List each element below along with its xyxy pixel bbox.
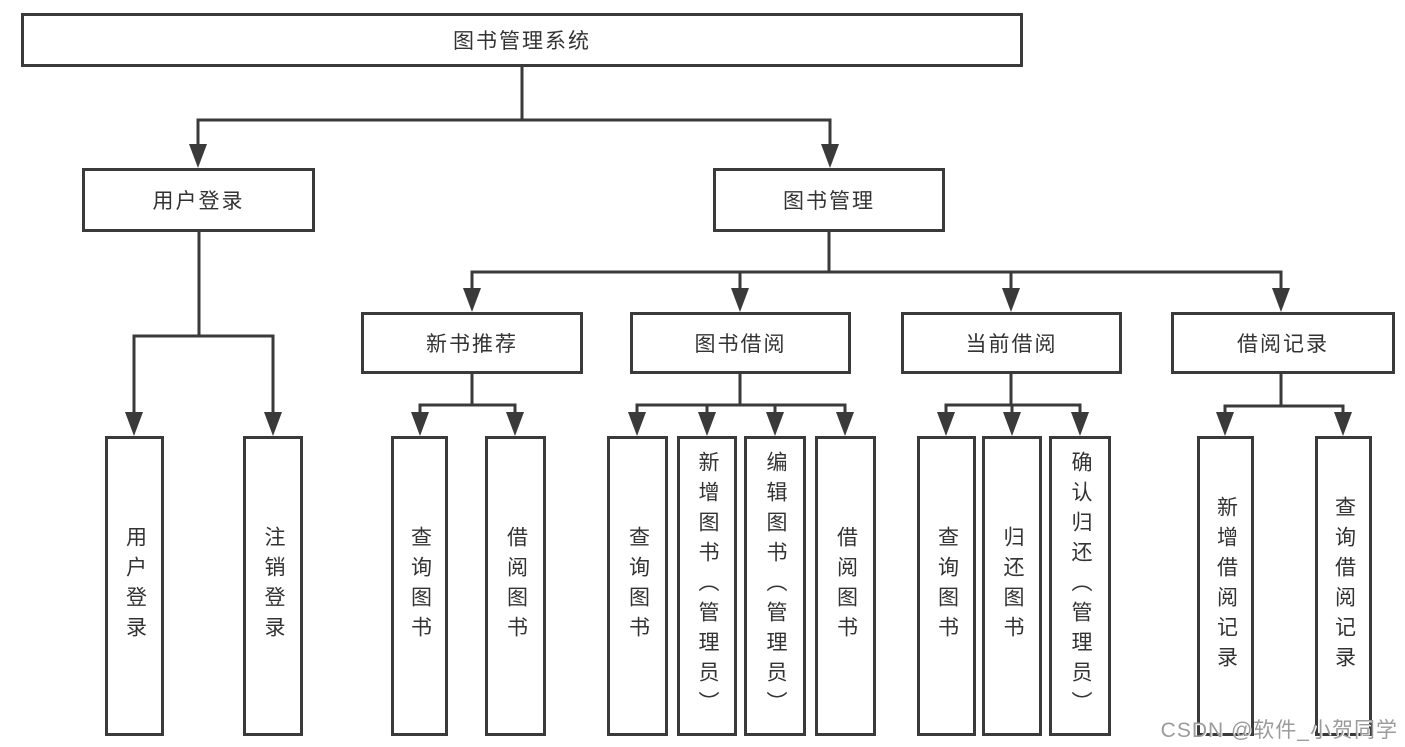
arrow-down-icon xyxy=(1071,412,1089,436)
arrow-down-icon xyxy=(628,412,646,436)
arrow-down-icon xyxy=(506,412,524,436)
leaf-confirm-return-admin: 确认归还（管理员） xyxy=(1049,436,1111,736)
leaf-return-books: 归还图书 xyxy=(982,436,1042,736)
leaf-query-books-recommend: 查询图书 xyxy=(391,436,448,736)
leaf-edit-book-admin: 编辑图书（管理员） xyxy=(744,436,806,736)
node-current-borrow: 当前借阅 xyxy=(901,312,1122,374)
arrow-down-icon xyxy=(1002,288,1020,312)
arrow-down-icon xyxy=(411,412,429,436)
leaf-query-books-borrow: 查询图书 xyxy=(607,436,668,736)
arrow-down-icon xyxy=(766,412,784,436)
node-user-login: 用户登录 xyxy=(82,168,315,232)
node-book-borrow: 图书借阅 xyxy=(630,312,851,374)
leaf-query-books-current: 查询图书 xyxy=(917,436,976,736)
leaf-add-borrow-record: 新增借阅记录 xyxy=(1197,436,1254,736)
arrow-down-icon xyxy=(698,412,716,436)
arrow-down-icon xyxy=(1216,412,1234,436)
arrow-down-icon xyxy=(731,288,749,312)
arrow-down-icon xyxy=(821,144,839,168)
arrow-down-icon xyxy=(1334,412,1352,436)
arrow-down-icon xyxy=(937,412,955,436)
leaf-logout: 注销登录 xyxy=(243,436,303,736)
leaf-user-login: 用户登录 xyxy=(105,436,164,736)
node-borrow-records: 借阅记录 xyxy=(1171,312,1395,374)
arrow-down-icon xyxy=(264,412,282,436)
node-new-book-recommend: 新书推荐 xyxy=(361,312,583,374)
arrow-down-icon xyxy=(836,412,854,436)
arrow-down-icon xyxy=(125,412,143,436)
arrow-down-icon xyxy=(1272,288,1290,312)
arrow-down-icon xyxy=(463,288,481,312)
arrow-down-icon xyxy=(1003,412,1021,436)
arrow-down-icon xyxy=(189,144,207,168)
leaf-borrow-books-recommend: 借阅图书 xyxy=(485,436,546,736)
node-root: 图书管理系统 xyxy=(21,13,1023,67)
node-book-management: 图书管理 xyxy=(713,168,945,232)
leaf-borrow-books: 借阅图书 xyxy=(815,436,876,736)
csdn-watermark: CSDN @软件_小贺同学 xyxy=(1160,719,1398,742)
leaf-add-book-admin: 新增图书（管理员） xyxy=(677,436,737,736)
leaf-query-borrow-record: 查询借阅记录 xyxy=(1315,436,1372,736)
